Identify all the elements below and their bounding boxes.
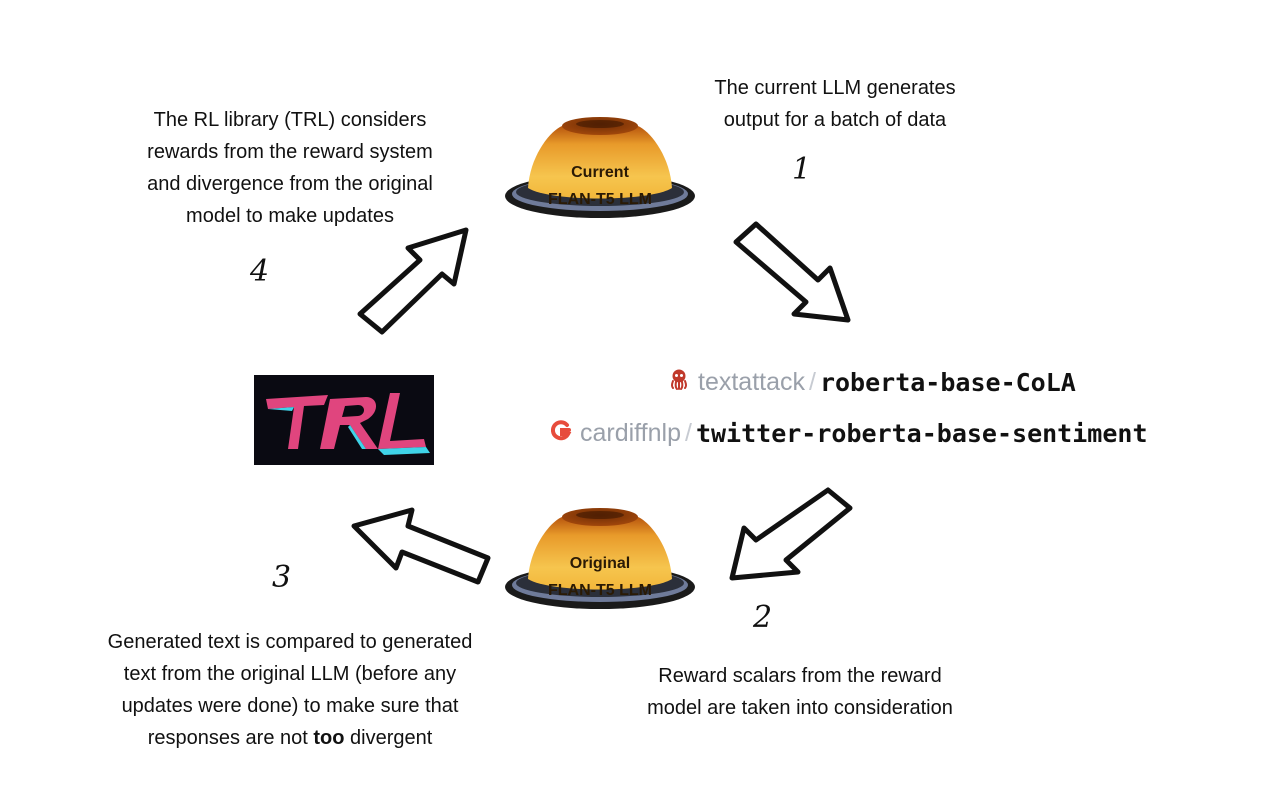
current-flan-t5-llm: Current FLAN-T5 LLM bbox=[500, 96, 700, 226]
current-flan-label-line2: FLAN-T5 LLM bbox=[548, 191, 652, 208]
reward-model-cardiffnlp[interactable]: cardiffnlp / twitter-roberta-base-sentim… bbox=[550, 419, 1148, 448]
cardiff-logo-icon bbox=[550, 419, 572, 448]
reward-model-name: roberta-base-CoLA bbox=[819, 368, 1076, 397]
arrow-step4-icon bbox=[357, 227, 469, 335]
step4-caption: The RL library (TRL) considers rewards f… bbox=[147, 109, 433, 227]
trl-logo bbox=[254, 375, 434, 465]
trl-logo-image bbox=[254, 375, 434, 465]
current-flan-label-line1: Current bbox=[571, 164, 629, 181]
step3-caption-part2: divergent bbox=[344, 727, 433, 749]
original-flan-t5-llm: Original FLAN-T5 LLM bbox=[500, 487, 700, 617]
step-number-2: 2 bbox=[753, 600, 773, 635]
reward-model-slash: / bbox=[809, 368, 816, 396]
step2-caption: Reward scalars from the reward model are… bbox=[647, 665, 953, 719]
step-number-4: 4 bbox=[250, 254, 270, 289]
arrow-step2-icon bbox=[729, 487, 853, 581]
step3-caption: Generated text is compared to generated … bbox=[60, 626, 520, 754]
reward-model-org: textattack bbox=[698, 368, 805, 396]
reward-model-org: cardiffnlp bbox=[580, 419, 681, 447]
flan-pudding-icon bbox=[505, 508, 695, 609]
reward-model-textattack[interactable]: textattack / roberta-base-CoLA bbox=[668, 368, 1076, 397]
arrow-step3-icon bbox=[351, 507, 491, 585]
step-number-3: 3 bbox=[272, 560, 292, 595]
original-flan-label-line2: FLAN-T5 LLM bbox=[548, 582, 652, 599]
reward-model-slash: / bbox=[685, 419, 692, 447]
reward-model-name: twitter-roberta-base-sentiment bbox=[695, 419, 1148, 448]
step3-caption-part1: Generated text is compared to generated … bbox=[107, 631, 473, 749]
arrow-step1-icon bbox=[733, 221, 851, 323]
octopus-icon bbox=[668, 368, 690, 397]
step1-caption: The current LLM generates output for a b… bbox=[714, 77, 956, 131]
flan-pudding-icon bbox=[505, 117, 695, 218]
original-flan-label-line1: Original bbox=[569, 555, 631, 572]
step3-caption-bold: too bbox=[313, 727, 345, 749]
step-number-1: 1 bbox=[792, 152, 812, 187]
